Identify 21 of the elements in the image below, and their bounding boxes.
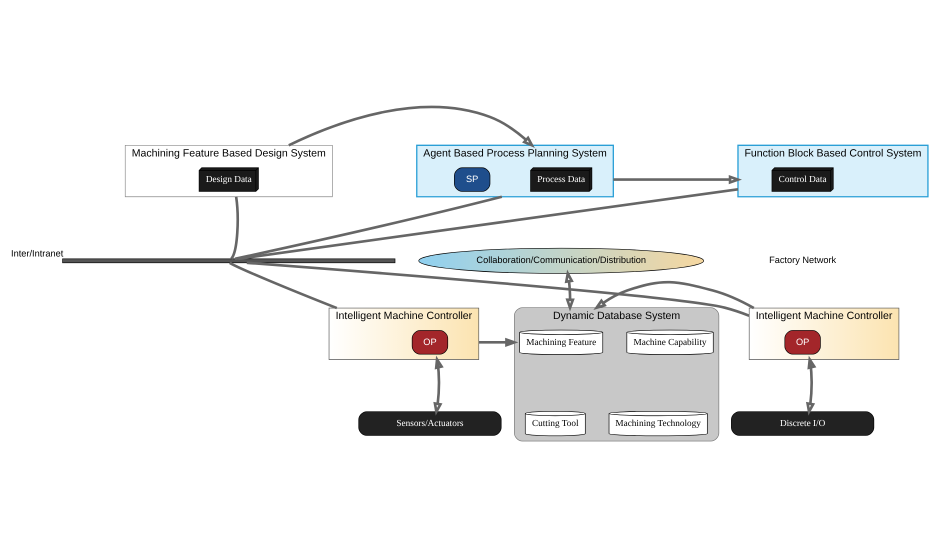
arrow [613,174,742,184]
node-label: Inter/Intranet [11,248,64,258]
node-bar [62,258,396,263]
arrow [288,105,535,148]
node-ellipse: Collaboration/Communication/Distribution [418,247,704,274]
arrow [806,355,816,416]
connector [246,260,750,316]
arrow [433,355,444,416]
node-box: OP [412,330,448,354]
connector [234,194,502,260]
arrow [593,280,754,310]
label: Factory Network [769,254,836,265]
arrow [478,337,518,346]
arrow [564,269,575,312]
connector [230,196,239,259]
node-box: OP [784,330,821,354]
node-box: SP [454,166,490,192]
connector [238,187,738,260]
node-box: Sensors/Actuators [358,410,502,436]
node-box: Discrete I/O [731,410,874,436]
connector [229,261,338,309]
